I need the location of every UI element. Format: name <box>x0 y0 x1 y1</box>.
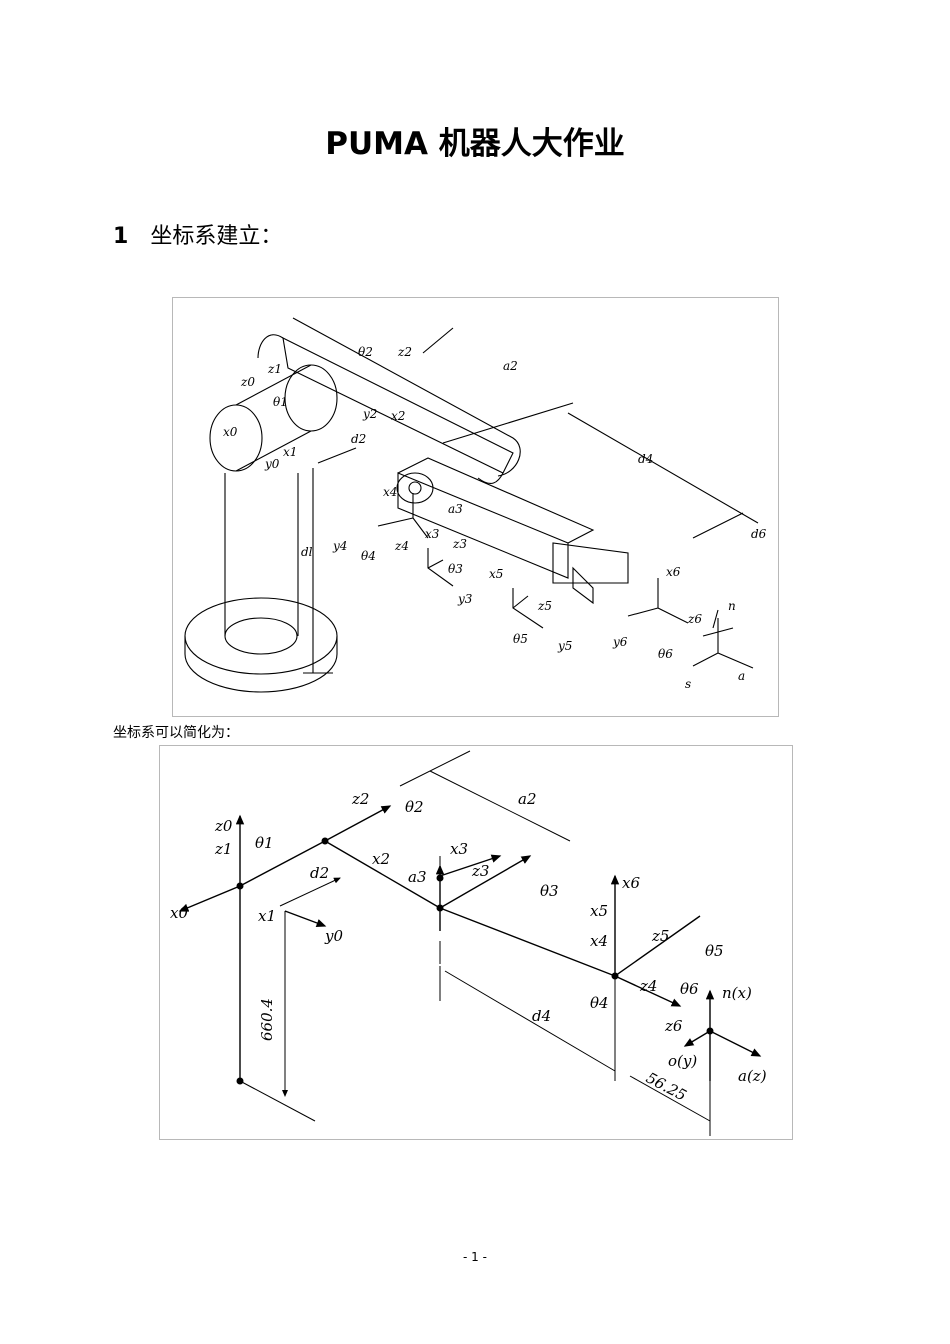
label2-z2: z2 <box>351 790 369 808</box>
axis-a <box>709 1030 762 1057</box>
label2-x1: x1 <box>258 907 276 925</box>
axis-y0 <box>284 910 327 927</box>
label-z2: z2 <box>397 345 412 359</box>
label-theta6: θ6 <box>658 647 673 661</box>
label-d4: d4 <box>638 452 653 466</box>
label2-x3: x3 <box>450 840 468 858</box>
forearm <box>397 472 569 579</box>
base-dim-line <box>239 1080 316 1122</box>
label-theta4: θ4 <box>361 549 376 563</box>
base-plate <box>184 597 338 675</box>
axis-z2 <box>324 805 392 842</box>
label-a: a <box>738 669 745 683</box>
puma-robot-figure: z0 z1 θ1 x0 y0 x1 θ2 z2 a2 y2 x2 d2 d4 d… <box>172 297 779 717</box>
axis-x2 <box>439 854 502 877</box>
dim-tool <box>614 976 711 1122</box>
label2-y0: y0 <box>324 927 343 945</box>
label-y0: y0 <box>264 457 280 471</box>
label2-dim-base: 660.4 <box>258 998 276 1041</box>
label2-x0: x0 <box>170 904 188 922</box>
label-z1: z1 <box>267 362 282 376</box>
label2-a: a(z) <box>738 1067 767 1085</box>
label-z4: z4 <box>394 539 409 553</box>
figure-caption: 坐标系可以简化为： <box>113 725 239 741</box>
label2-z0: z0 <box>214 817 233 835</box>
link-2 <box>324 840 441 909</box>
label-z0: z0 <box>240 375 255 389</box>
figure1-labels: z0 z1 θ1 x0 y0 x1 θ2 z2 a2 y2 x2 d2 d4 d… <box>223 345 767 691</box>
label2-x5: x5 <box>590 902 608 920</box>
label-x2: x2 <box>391 409 405 423</box>
label2-n: n(x) <box>722 984 752 1002</box>
axis-x0 <box>178 885 241 912</box>
axis-z3 <box>439 855 532 909</box>
label2-theta3: θ3 <box>540 882 559 900</box>
label-theta5: θ5 <box>513 632 528 646</box>
label-x0: x0 <box>223 425 238 439</box>
label2-x6: x6 <box>622 874 640 892</box>
label-dl: dl <box>301 545 313 559</box>
label2-z1: z1 <box>214 840 232 858</box>
label-d2: d2 <box>351 432 366 446</box>
section-title: 坐标系建立： <box>150 224 283 249</box>
label-theta2: θ2 <box>358 345 373 359</box>
label2-a2: a2 <box>518 790 537 808</box>
label-a2: a2 <box>503 359 518 373</box>
label2-d2: d2 <box>310 864 329 882</box>
label2-x4: x4 <box>590 932 608 950</box>
label2-a3: a3 <box>408 868 427 886</box>
label2-d4: d4 <box>532 1007 551 1025</box>
label-y5: y5 <box>557 639 572 653</box>
label-y3: y3 <box>457 592 473 606</box>
label-z3: z3 <box>452 537 467 551</box>
simplified-frames-figure: z0 z1 θ1 x0 x1 y0 d2 z2 θ2 a2 x2 x3 a3 z… <box>159 745 793 1140</box>
label-y2: y2 <box>362 407 377 421</box>
label2-z4: z4 <box>639 977 657 995</box>
label-a3: a3 <box>448 502 463 516</box>
label-x1: x1 <box>283 445 297 459</box>
joint-dots <box>236 837 714 1085</box>
label2-theta4: θ4 <box>590 994 609 1012</box>
axis-z4 <box>614 975 682 1007</box>
label-z5: z5 <box>537 599 552 613</box>
puma-robot-drawing: z0 z1 θ1 x0 y0 x1 θ2 z2 a2 y2 x2 d2 d4 d… <box>184 317 767 693</box>
label2-theta1: θ1 <box>255 834 274 852</box>
dim-d4 <box>439 966 616 1072</box>
label2-o: o(y) <box>668 1052 697 1070</box>
label-y6: y6 <box>612 635 628 649</box>
label-d6: d6 <box>751 527 767 541</box>
column <box>224 473 299 636</box>
label-theta3: θ3 <box>448 562 463 576</box>
label-x6: x6 <box>666 565 681 579</box>
label-y4: y4 <box>332 539 347 553</box>
base-side <box>184 636 338 693</box>
label2-x2: x2 <box>372 850 390 868</box>
label2-dim-tool: 56.25 <box>643 1069 689 1105</box>
section-heading: 1 坐标系建立： <box>113 218 282 250</box>
simplified-frames-drawing: z0 z1 θ1 x0 x1 y0 d2 z2 θ2 a2 x2 x3 a3 z… <box>170 750 767 1136</box>
label-x3: x3 <box>425 527 440 541</box>
document-title: PUMA 机器人大作业 <box>325 126 625 162</box>
label2-z3: z3 <box>471 862 489 880</box>
label-z6: z6 <box>687 612 702 626</box>
label2-z6: z6 <box>664 1017 683 1035</box>
page-number: - 1 - <box>463 1250 487 1264</box>
section-number: 1 <box>113 224 129 249</box>
label-s: s <box>685 677 691 691</box>
label2-theta5: θ5 <box>705 942 724 960</box>
label2-z5: z5 <box>651 927 669 945</box>
label-theta1: θ1 <box>273 395 288 409</box>
dim-a2 <box>399 750 571 842</box>
wrist <box>552 542 629 584</box>
label-n: n <box>728 599 736 613</box>
label-x5: x5 <box>489 567 503 581</box>
figure2-labels: z0 z1 θ1 x0 x1 y0 d2 z2 θ2 a2 x2 x3 a3 z… <box>170 790 767 1105</box>
axis-o <box>683 1030 711 1047</box>
label2-theta2: θ2 <box>405 798 424 816</box>
dim-d2 <box>279 877 341 907</box>
label2-theta6: θ6 <box>680 980 699 998</box>
label-x4: x4 <box>383 485 397 499</box>
link-1 <box>239 840 326 887</box>
